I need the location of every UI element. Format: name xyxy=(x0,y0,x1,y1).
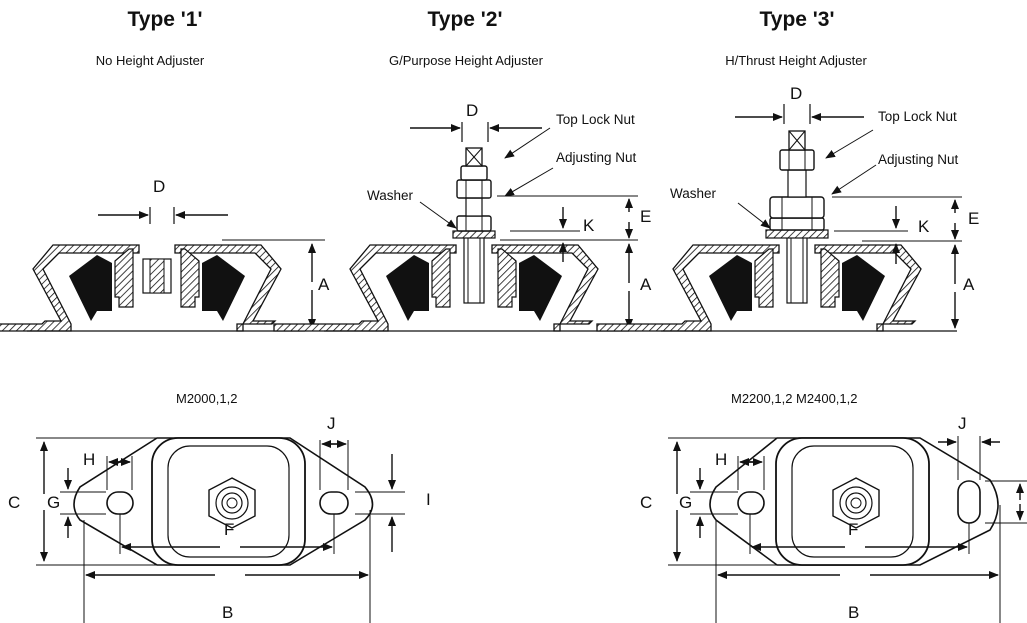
left-dim-g: G xyxy=(47,493,61,512)
right-dim-h: H xyxy=(715,450,728,469)
type2-washer-label: Washer xyxy=(367,188,414,203)
type3-adjusting-nut-label: Adjusting Nut xyxy=(878,152,959,167)
type2-top-lock-nut-label: Top Lock Nut xyxy=(556,112,635,127)
left-dim-i: I xyxy=(426,490,431,509)
right-dim-b: B xyxy=(848,603,860,622)
type2-adjusting-nut-label: Adjusting Nut xyxy=(556,150,637,165)
right-dim-g: G xyxy=(679,493,693,512)
type1-dim-d: D xyxy=(153,177,166,196)
left-dim-h: H xyxy=(83,450,96,469)
type2-subtitle: G/Purpose Height Adjuster xyxy=(389,53,543,68)
type1-title: Type '1' xyxy=(127,8,203,31)
model-label-right: M2200,1,2 M2400,1,2 xyxy=(731,391,858,406)
type2-dim-k: K xyxy=(583,216,595,235)
type3-washer-label: Washer xyxy=(670,186,717,201)
type3-dim-k: K xyxy=(918,217,930,236)
model-label-left: M2000,1,2 xyxy=(176,391,238,406)
type1-subtitle: No Height Adjuster xyxy=(95,53,205,68)
type1-dim-a: A xyxy=(318,275,330,294)
plan-view-left xyxy=(36,437,405,623)
type3-dim-d: D xyxy=(790,84,803,103)
type3-subtitle: H/Thrust Height Adjuster xyxy=(725,53,867,68)
type3-top-lock-nut-label: Top Lock Nut xyxy=(878,109,957,124)
type3-title: Type '3' xyxy=(759,8,835,31)
right-dim-j: J xyxy=(958,414,967,433)
type2-dim-e: E xyxy=(640,207,652,226)
type2-dim-d: D xyxy=(466,101,479,120)
type2-title: Type '2' xyxy=(427,8,503,31)
type3-dim-e: E xyxy=(968,209,980,228)
plan-view-right xyxy=(668,436,1027,623)
left-dim-b: B xyxy=(222,603,234,622)
type2-dim-a: A xyxy=(640,275,652,294)
right-dim-c: C xyxy=(640,493,653,512)
type3-dim-a: A xyxy=(963,275,975,294)
right-dim-f: F xyxy=(848,520,859,539)
left-dim-j: J xyxy=(327,414,336,433)
left-dim-f: F xyxy=(224,520,235,539)
type1-mount xyxy=(0,244,305,332)
left-dim-c: C xyxy=(8,493,21,512)
